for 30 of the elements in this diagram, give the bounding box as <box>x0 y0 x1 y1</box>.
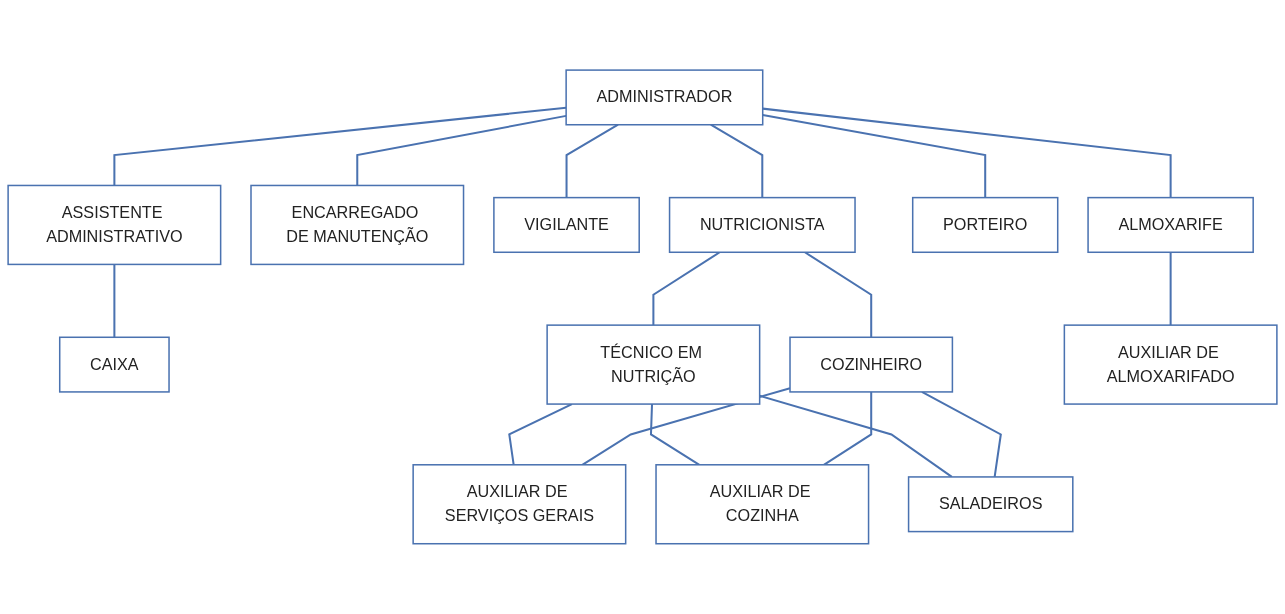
connector <box>804 251 873 338</box>
connector <box>921 391 1002 478</box>
connector <box>1169 252 1172 326</box>
node-box: PORTEIRO <box>911 196 1059 254</box>
node-box: ASSISTENTE ADMINISTRATIVO <box>7 184 222 266</box>
connector <box>759 394 953 478</box>
node-box: CAIXA <box>58 336 170 393</box>
connector <box>652 251 721 326</box>
connector <box>113 106 567 186</box>
connector <box>762 107 1172 198</box>
node-box: AUXILIAR DE COZINHA <box>655 464 870 545</box>
connector <box>508 403 573 465</box>
node-box: TÉCNICO EM NUTRIÇÃO <box>546 324 761 405</box>
node-box: VIGILANTE <box>493 196 640 254</box>
node-box: ALMOXARIFE <box>1087 196 1254 254</box>
node-box: COZINHEIRO <box>789 336 954 393</box>
connector <box>565 123 619 198</box>
connector <box>823 392 873 466</box>
connector <box>762 114 987 198</box>
node-box: ADMINISTRADOR <box>565 69 764 126</box>
connector <box>649 404 700 466</box>
node-box: NUTRICIONISTA <box>668 196 856 254</box>
connector <box>710 123 764 198</box>
node-box: AUXILIAR DE ALMOXARIFADO <box>1063 324 1278 405</box>
node-box: AUXILIAR DE SERVIÇOS GERAIS <box>412 464 627 545</box>
connector <box>113 264 116 338</box>
node-box: SALADEIROS <box>907 476 1074 533</box>
connector <box>356 114 567 186</box>
connector <box>581 387 791 466</box>
node-box: ENCARREGADO DE MANUTENÇÃO <box>250 184 465 266</box>
